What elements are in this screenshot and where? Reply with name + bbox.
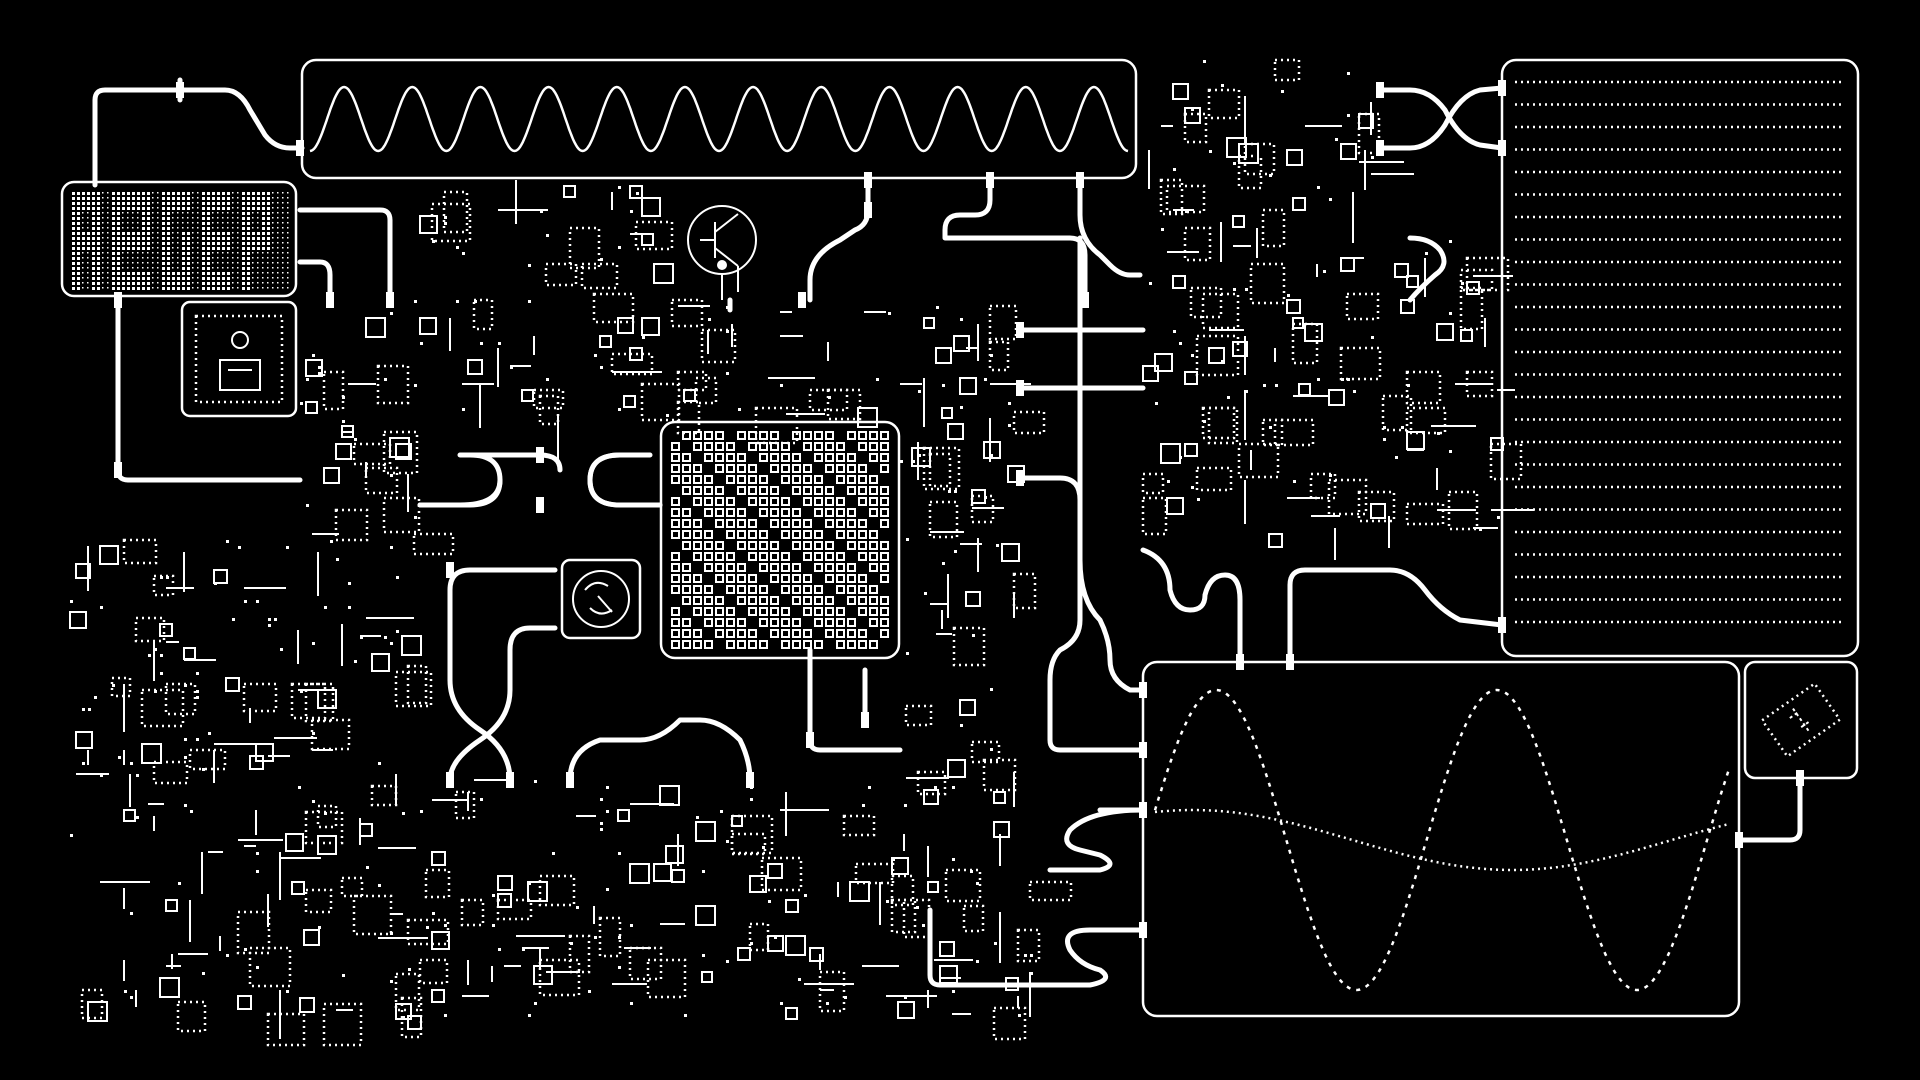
dot-matrix-pixels: [72, 192, 289, 290]
memory-grid-chip[interactable]: [659, 420, 901, 660]
chip-module[interactable]: [180, 300, 298, 418]
chip-icon-body: [219, 359, 261, 391]
dot-matrix-frame: [60, 180, 298, 298]
chip-icon: [231, 331, 249, 349]
knob-pointer: [584, 581, 613, 615]
oscilloscope-frame: [1141, 660, 1741, 1018]
connector-nodes: [114, 80, 1804, 938]
chip-module-frame: [180, 300, 298, 418]
memory-grid-cells: [671, 431, 889, 649]
diamond-chip-icon: [1760, 681, 1842, 759]
chip-module-inner: [194, 314, 284, 404]
oscilloscope-display[interactable]: [1141, 660, 1741, 1018]
knob-ring: [572, 570, 630, 628]
memory-grid-frame: [659, 420, 901, 660]
lined-output-panel[interactable]: [1500, 58, 1860, 658]
transistor-icon[interactable]: [687, 205, 757, 300]
oscilloscope-dotted-trace: [1154, 808, 1731, 872]
knob-frame: [560, 558, 642, 640]
sine-wave-display[interactable]: [300, 58, 1138, 180]
diamond-chip-module[interactable]: [1743, 660, 1859, 780]
dot-matrix-display[interactable]: [60, 180, 298, 298]
oscilloscope-dashed-trace: [1153, 688, 1732, 992]
sine-wave-trace: [309, 85, 1129, 153]
knob-icon[interactable]: [560, 558, 642, 640]
circuit-clusters: [69, 58, 1534, 1047]
sine-display-frame: [300, 58, 1138, 180]
lined-panel-frame: [1500, 58, 1860, 658]
lined-panel-rows: [1515, 80, 1845, 624]
